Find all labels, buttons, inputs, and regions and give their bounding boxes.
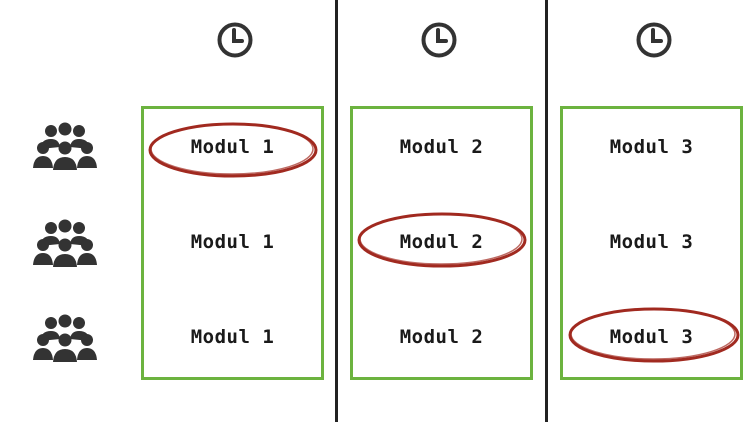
- module-cell: Modul 2: [399, 326, 484, 348]
- column-divider: [545, 0, 548, 422]
- module-cell: Modul 1: [190, 136, 275, 158]
- clock-icon: [636, 22, 672, 58]
- module-cell: Modul 2: [399, 231, 484, 253]
- module-cell: Modul 3: [609, 231, 694, 253]
- group-icon: [33, 122, 97, 170]
- module-box-2: [350, 106, 533, 380]
- highlight-ring: [148, 122, 318, 178]
- module-cell: Modul 1: [190, 231, 275, 253]
- highlight-ring: [357, 212, 527, 268]
- module-cell: Modul 3: [609, 136, 694, 158]
- module-cell: Modul 3: [609, 326, 694, 348]
- module-box-1: [141, 106, 324, 380]
- clock-icon: [217, 22, 253, 58]
- module-cell: Modul 1: [190, 326, 275, 348]
- column-divider: [335, 0, 338, 422]
- clock-icon: [421, 22, 457, 58]
- highlight-ring: [568, 307, 740, 363]
- group-icon: [33, 314, 97, 362]
- module-cell: Modul 2: [399, 136, 484, 158]
- module-box-3: [560, 106, 743, 380]
- group-icon: [33, 219, 97, 267]
